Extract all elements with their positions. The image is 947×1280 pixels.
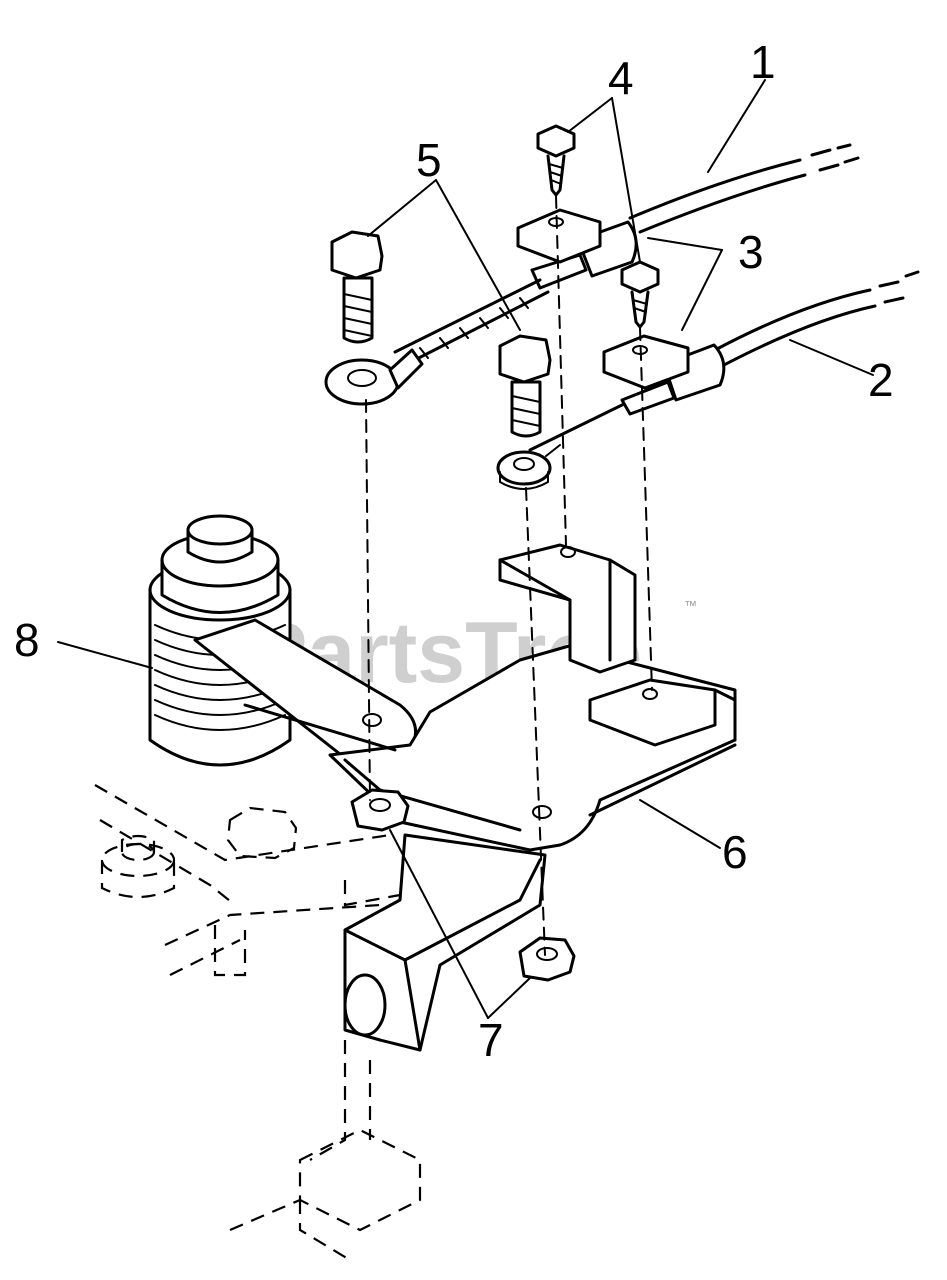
phantom-nut (100, 834, 176, 898)
phantom-bolt-head (226, 806, 298, 860)
screw-lower (620, 260, 660, 329)
screw-upper (536, 124, 576, 197)
callout-5: 5 (416, 134, 442, 186)
callout-6: 6 (722, 826, 748, 878)
bolt-right (498, 334, 552, 438)
idler-arm-bracket (193, 543, 737, 852)
bolt-left (330, 230, 384, 344)
callout-4: 4 (608, 52, 634, 104)
watermark-trademark: ™ (684, 598, 697, 613)
cable-clamp-lower (602, 334, 690, 390)
callout-7: 7 (478, 1014, 504, 1066)
nut-upper (350, 788, 410, 832)
eyelet-upper (324, 348, 424, 406)
phantom-frame (94, 784, 422, 1261)
support-bracket (343, 833, 547, 1052)
assembly-lines (365, 195, 653, 956)
cable-clamp-upper (516, 208, 602, 264)
nut-lower (518, 936, 576, 982)
callout-8: 8 (14, 614, 40, 666)
callout-3: 3 (738, 226, 764, 278)
leader-lines (57, 79, 874, 1019)
callout-1: 1 (750, 36, 776, 88)
control-cable-lower (528, 270, 920, 452)
pulley-assembly (148, 514, 292, 767)
eyelet-lower (496, 444, 561, 490)
callout-2: 2 (868, 354, 894, 406)
callouts: 1 2 3 4 5 6 7 8 (14, 36, 894, 1066)
